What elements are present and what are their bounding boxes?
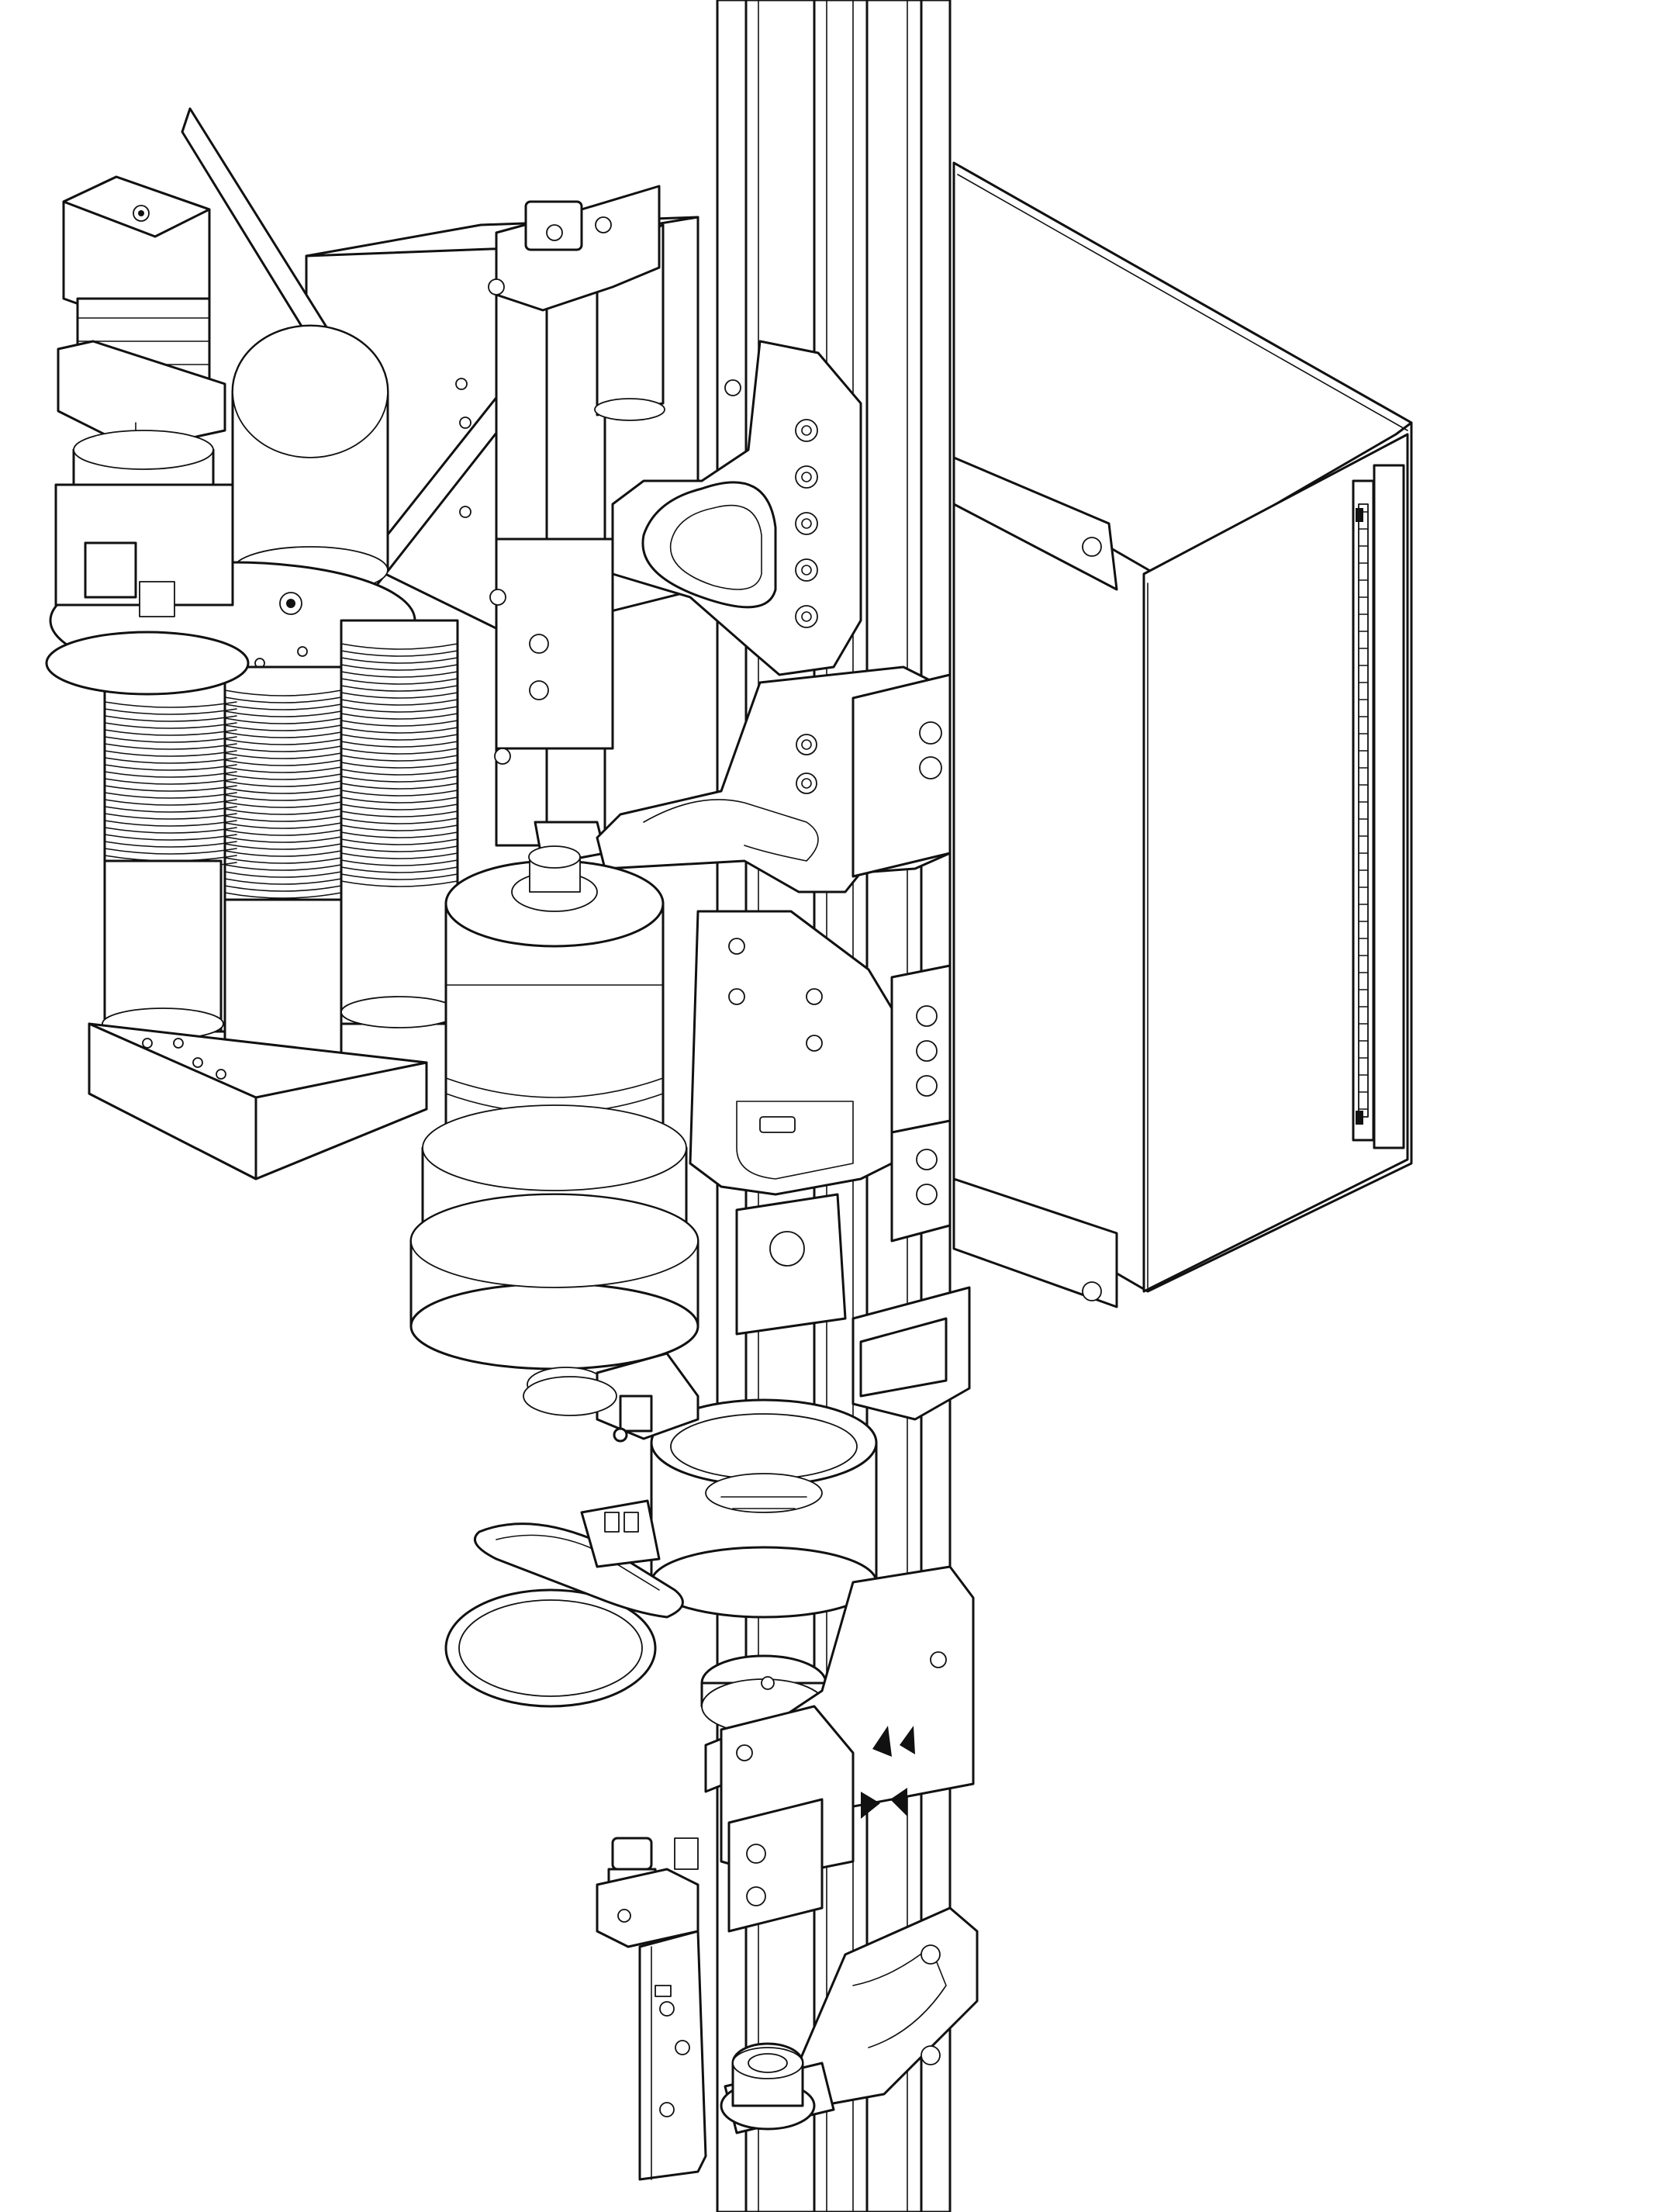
carriage-bracket <box>700 1565 975 1933</box>
hinge-knuckles <box>1358 511 1369 1110</box>
cup-holder-ring <box>523 1286 971 1619</box>
upper-mount-bracket <box>611 340 862 676</box>
bottom-roller-arm <box>720 1906 979 2134</box>
stepper-motor <box>45 175 250 696</box>
cylindrical-motor-housing <box>409 845 699 1411</box>
solenoid-valve <box>596 1837 699 1948</box>
linear-actuator <box>488 185 665 889</box>
electrical-enclosure <box>952 161 1413 1308</box>
lower-mount-bracket <box>689 910 952 1336</box>
valve-block <box>638 1930 707 2181</box>
loose-ring <box>444 1499 684 1708</box>
cup-dispenser-carousel <box>45 107 699 1180</box>
motor-mount-bracket <box>596 665 952 893</box>
